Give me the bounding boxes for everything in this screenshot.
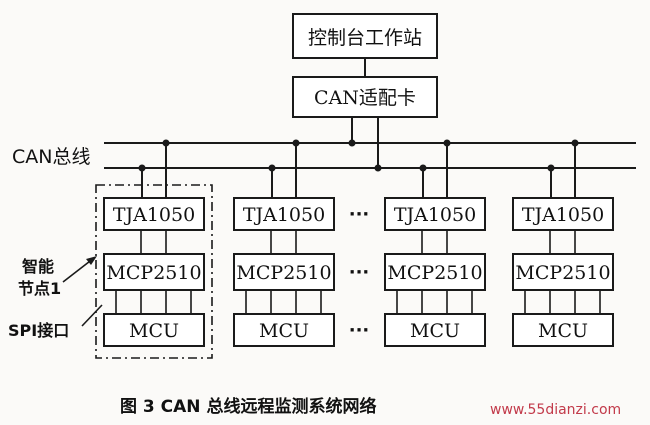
spi-pointer	[81, 304, 103, 327]
mcp2510-box	[103, 253, 205, 291]
mcu-label: MCU	[410, 320, 460, 342]
mcp2510-box	[512, 253, 614, 291]
tja1050-box	[103, 197, 205, 231]
smart-node-label-line1: 智能	[22, 257, 54, 276]
mcu-box	[512, 313, 614, 347]
ellipsis-mcu: ···	[349, 320, 370, 341]
tja1050-box	[512, 197, 614, 231]
smart-node-arrowhead	[86, 256, 97, 265]
figure-caption: 图 3 CAN 总线远程监测系统网络	[120, 396, 376, 417]
mcu-box	[103, 313, 205, 347]
tja1050-label: TJA1050	[394, 204, 476, 226]
node-4: TJA1050 MCP2510 MCU	[512, 143, 614, 347]
mcu-label: MCU	[538, 320, 588, 342]
mcp2510-box	[384, 253, 486, 291]
smart-node-boundary	[95, 184, 213, 359]
tja1050-label: TJA1050	[522, 204, 604, 226]
mcp2510-label: MCP2510	[106, 262, 201, 284]
workstation-box	[292, 13, 438, 59]
mcu-box	[384, 313, 486, 347]
mcu-box	[233, 313, 335, 347]
node-1: TJA1050 MCP2510 MCU	[95, 143, 213, 359]
mcu-label: MCU	[259, 320, 309, 342]
mcp2510-box	[233, 253, 335, 291]
spi-interface-label: SPI接口	[8, 321, 69, 340]
can-adapter-box	[292, 76, 438, 118]
node-3: TJA1050 MCP2510 MCU	[384, 143, 486, 347]
can-adapter-label: CAN适配卡	[314, 87, 416, 109]
tja1050-box	[233, 197, 335, 231]
mcu-label: MCU	[129, 320, 179, 342]
workstation-label: 控制台工作站	[308, 27, 422, 49]
can-bus-label: CAN总线	[12, 146, 90, 168]
smart-node-label-line2: 节点1	[18, 279, 61, 298]
mcp2510-label: MCP2510	[236, 262, 331, 284]
mcp2510-label: MCP2510	[387, 262, 482, 284]
bus-junction-dot	[348, 139, 356, 147]
tja1050-label: TJA1050	[243, 204, 325, 226]
watermark: www.55dianzi.com	[490, 402, 621, 418]
node-2: TJA1050 MCP2510 MCU	[233, 143, 335, 347]
mcp2510-label: MCP2510	[515, 262, 610, 284]
bus-junction-dot	[374, 164, 382, 172]
ellipsis-tja: ···	[349, 204, 370, 225]
ellipsis-mcp: ···	[349, 262, 370, 283]
tja1050-label: TJA1050	[113, 204, 195, 226]
tja1050-box	[384, 197, 486, 231]
